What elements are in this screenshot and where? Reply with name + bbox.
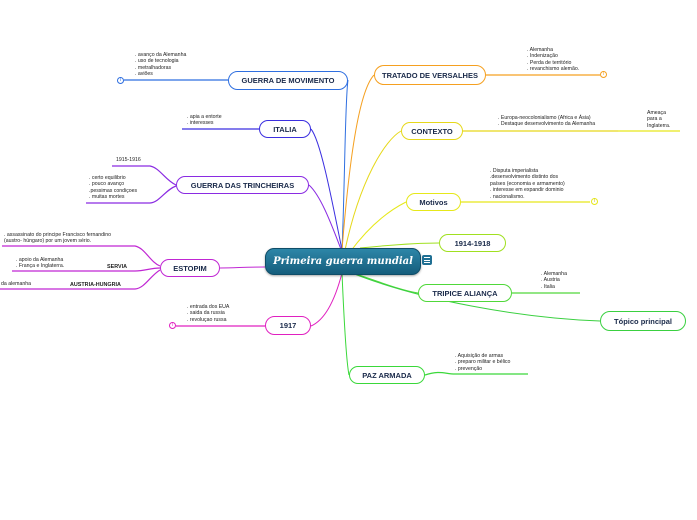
node-topico-principal[interactable]: Tópico principal — [600, 311, 686, 331]
note-triplice-alianca: . Alemanha . Austria . Italia — [541, 271, 567, 290]
connector-contexto — [344, 130, 402, 251]
trincheiras-date: 1915-1916 — [116, 157, 141, 163]
note-motivos: . Disputa imperialista .desenvolvimento … — [490, 168, 565, 200]
connector-1917 — [310, 272, 343, 327]
note-servia: . apoio da Alemanha . França e Inglaterr… — [16, 257, 65, 270]
note-contexto-ameaca: Ameaça para a Inglaterra. — [647, 110, 671, 129]
info-icon[interactable]: i — [117, 77, 124, 84]
label-servia[interactable]: SERVIA — [107, 264, 127, 270]
node-contexto[interactable]: CONTEXTO — [401, 122, 463, 140]
note-austria-hungria: da alemanha — [1, 281, 31, 287]
note-italia: . apia a entorte . interesses — [187, 114, 222, 127]
label-austria-hungria[interactable]: AUSTRIA-HUNGRIA — [70, 282, 121, 288]
info-icon[interactable]: i — [591, 198, 598, 205]
connector-italia — [310, 128, 343, 251]
note-paz-armada: . Aquisição de armas . preparo militar e… — [455, 353, 511, 372]
node-italia[interactable]: ITALIA — [259, 120, 311, 138]
central-topic[interactable]: Primeira guerra mundial — [265, 248, 421, 275]
node-guerra-das-trincheiras[interactable]: GUERRA DAS TRINCHEIRAS — [176, 176, 309, 194]
connector-trincheiras — [308, 184, 343, 253]
node-tratado-de-versalhes[interactable]: TRATADO DE VERSALHES — [374, 65, 486, 85]
node-triplice-alianca[interactable]: TRIPICE ALIANÇA — [418, 284, 512, 302]
node-estopim[interactable]: ESTOPIM — [160, 259, 220, 277]
connector-1914 — [359, 242, 440, 249]
node-1917[interactable]: 1917 — [265, 316, 311, 335]
info-icon[interactable]: i — [600, 71, 607, 78]
info-icon[interactable]: i — [169, 322, 176, 329]
note-tratado-de-versalhes: . Alemanha . Indenização . Perda de terr… — [527, 47, 580, 73]
note-guerra-das-trincheiras: . certo equilibrio . pouco avanço .pessi… — [89, 175, 138, 201]
note-estopim: . assassinato do principe Francisco fern… — [4, 232, 111, 245]
connector-topico — [351, 272, 601, 322]
notes-menu-icon[interactable] — [422, 255, 432, 265]
connector-motivos — [349, 201, 407, 253]
connector-estopim — [219, 266, 266, 269]
connector-versalhes — [341, 74, 375, 251]
connector-pazarmada — [341, 272, 350, 376]
connector-movimento — [341, 79, 349, 251]
note-1917: . entrada dos EUA . saida da russia . re… — [187, 304, 230, 323]
connector-triplice — [349, 271, 419, 294]
note-guerra-de-movimento: . avanço da Alemanha . uso de tecnologia… — [135, 52, 187, 78]
node-guerra-de-movimento[interactable]: GUERRA DE MOVIMENTO — [228, 71, 348, 90]
node-paz-armada[interactable]: PAZ ARMADA — [349, 366, 425, 384]
node-motivos[interactable]: Motivos — [406, 193, 461, 211]
node-1914-1918[interactable]: 1914-1918 — [439, 234, 506, 252]
note-contexto: . Europa-neocolonialismo (Africa e Ásia)… — [498, 115, 596, 128]
